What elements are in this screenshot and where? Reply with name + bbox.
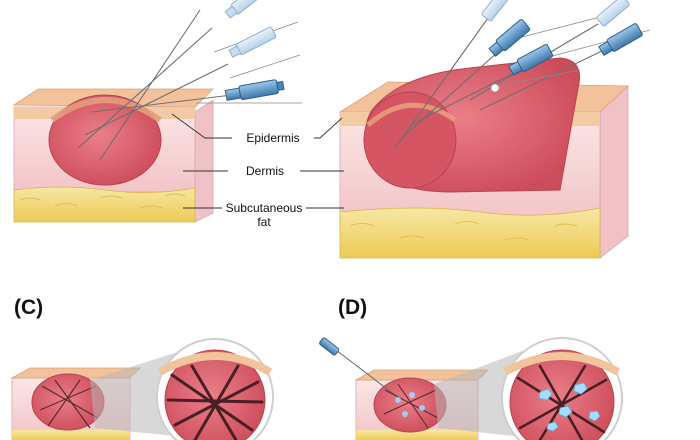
panel-label-d: (D) — [338, 296, 368, 319]
syringe-right-4 — [596, 0, 630, 27]
strands-c-small — [39, 379, 99, 429]
syringe-right-3 — [508, 44, 554, 76]
label-epidermis: Epidermis — [246, 131, 300, 145]
needles-left — [77, 9, 241, 161]
strands-d-small — [383, 383, 439, 429]
lesion-left — [48, 94, 162, 186]
spread-d-small — [395, 392, 425, 417]
strands-c-large — [166, 364, 264, 440]
syringe-right-2 — [488, 19, 531, 57]
leader-lines — [171, 113, 344, 209]
syringe-left-2 — [228, 26, 277, 58]
syringe-d — [319, 337, 396, 396]
syringe-left-3 — [224, 79, 285, 101]
label-dermis: Dermis — [246, 164, 284, 178]
label-subcutaneous-fat: Subcutaneous fat — [225, 201, 303, 229]
syringe-left-1 — [224, 0, 271, 19]
magnified-c — [156, 338, 274, 440]
syringe-right-1 — [481, 0, 512, 22]
panel-label-c: (C) — [14, 296, 44, 319]
spread-d-large — [538, 382, 601, 432]
syringe-right-5 — [598, 23, 643, 57]
